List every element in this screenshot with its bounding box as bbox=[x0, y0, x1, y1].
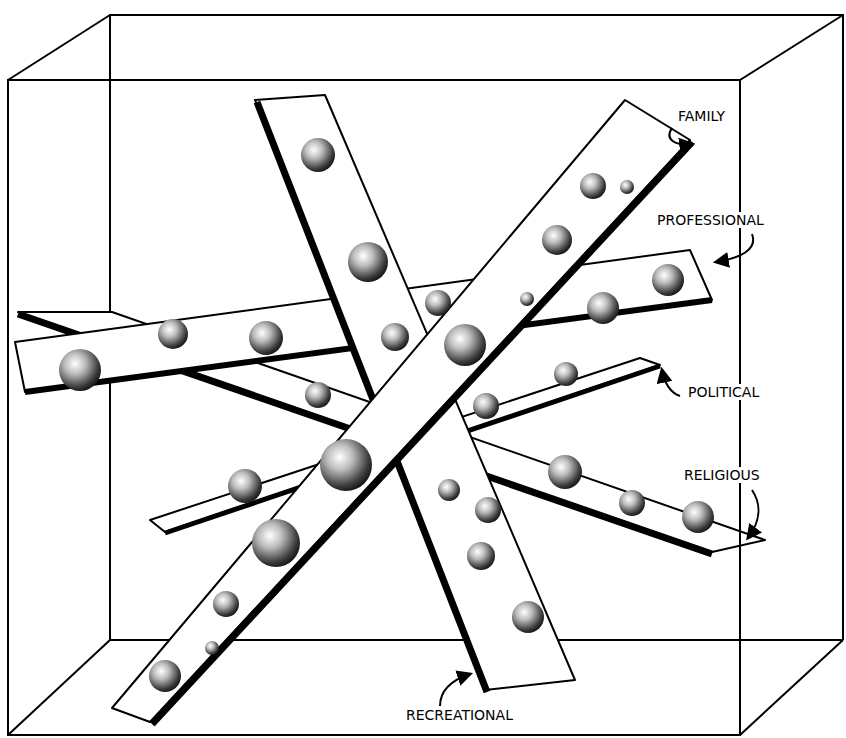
band-label: PROFESSIONAL bbox=[655, 212, 766, 228]
band-label: RELIGIOUS bbox=[682, 467, 762, 483]
band-label: POLITICAL bbox=[686, 384, 761, 400]
cube-outline bbox=[8, 15, 843, 735]
person-spheres bbox=[59, 138, 714, 692]
band-label: FAMILY bbox=[676, 108, 727, 124]
band-label: RECREATIONAL bbox=[404, 707, 515, 723]
cube-front bbox=[8, 80, 740, 735]
bands bbox=[15, 95, 765, 724]
